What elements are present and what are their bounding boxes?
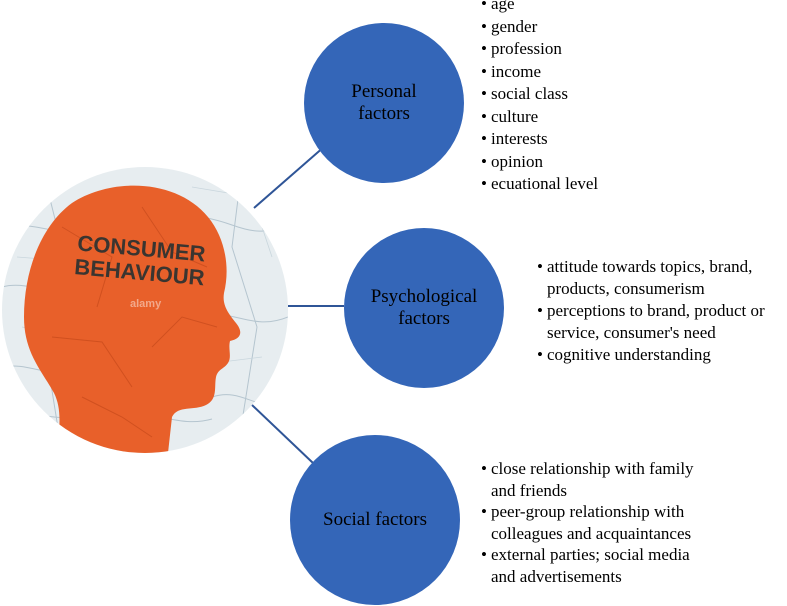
- bullet: •: [481, 61, 487, 81]
- personal-factors-list: •age •gender •profession •income •social…: [481, 0, 721, 196]
- social-factors-label: Social factors: [323, 509, 427, 530]
- connector-personal: [253, 145, 326, 209]
- list-item: •perceptions to brand, product or servic…: [537, 300, 787, 344]
- bullet: •: [481, 174, 487, 193]
- list-item-text: profession: [491, 39, 562, 58]
- bullet: •: [537, 301, 543, 320]
- list-item: •gender: [481, 16, 721, 39]
- bullet: •: [481, 16, 487, 36]
- list-item: •external parties; social media and adve…: [481, 544, 751, 587]
- psychological-factors-list: •attitude towards topics, brand, product…: [537, 256, 787, 366]
- list-item-text: opinion: [491, 151, 543, 171]
- list-item: •peer-group relationship with colleagues…: [481, 501, 751, 544]
- consumer-head-illustration: CONSUMER BEHAVIOUR alamy: [2, 167, 288, 453]
- list-item-text: cognitive understanding: [547, 345, 711, 364]
- list-item: •interests: [481, 128, 721, 151]
- paper-creases: [51, 206, 218, 438]
- list-item-text: interests: [491, 129, 548, 148]
- list-item-text: social class: [491, 84, 568, 103]
- consumer-behaviour-image: CONSUMER BEHAVIOUR alamy: [2, 167, 288, 453]
- list-item-text: perceptions to brand, product or service…: [547, 301, 765, 342]
- bullet: •: [537, 345, 543, 364]
- social-factors-list: •close relationship with family and frie…: [481, 458, 751, 587]
- bullet: •: [481, 502, 487, 521]
- list-item-text: attitude towards topics, brand, products…: [547, 257, 753, 298]
- list-item-text: culture: [491, 106, 539, 126]
- list-item-text: close relationship with family and frien…: [491, 459, 694, 500]
- list-item: •income: [481, 61, 721, 84]
- bullet: •: [481, 151, 487, 171]
- bullet: •: [537, 257, 543, 276]
- list-item: •social class: [481, 83, 721, 106]
- image-watermark: alamy: [130, 298, 162, 310]
- bullet: •: [481, 39, 487, 58]
- head-silhouette: [24, 185, 241, 453]
- list-item: •ecuational level: [481, 173, 721, 196]
- list-item: •opinion: [481, 151, 721, 174]
- connector-social: [251, 404, 314, 464]
- list-item-text: ecuational level: [491, 174, 599, 193]
- list-item-text: peer-group relationship with colleagues …: [491, 502, 692, 543]
- list-item: •close relationship with family and frie…: [481, 458, 751, 501]
- list-item-text: age: [491, 0, 515, 13]
- personal-factors-label: Personal factors: [351, 81, 417, 124]
- personal-factors-circle: Personal factors: [304, 23, 464, 183]
- list-item: •profession: [481, 38, 721, 61]
- list-item-text: income: [491, 61, 542, 81]
- bullet: •: [481, 545, 487, 564]
- bullet: •: [481, 459, 487, 478]
- psychological-factors-circle: Psychological factors: [344, 228, 504, 388]
- psychological-factors-label: Psychological factors: [370, 286, 478, 329]
- bullet: •: [481, 129, 487, 148]
- bullet: •: [481, 106, 487, 126]
- list-item-text: gender: [491, 16, 538, 36]
- list-item: •culture: [481, 106, 721, 129]
- bullet: •: [481, 0, 487, 13]
- list-item: • age: [481, 0, 721, 16]
- list-item-text: external parties; social media and adver…: [491, 545, 690, 586]
- list-item: •cognitive understanding: [537, 344, 787, 366]
- bullet: •: [481, 84, 487, 103]
- list-item: •attitude towards topics, brand, product…: [537, 256, 787, 300]
- social-factors-circle: Social factors: [290, 435, 460, 605]
